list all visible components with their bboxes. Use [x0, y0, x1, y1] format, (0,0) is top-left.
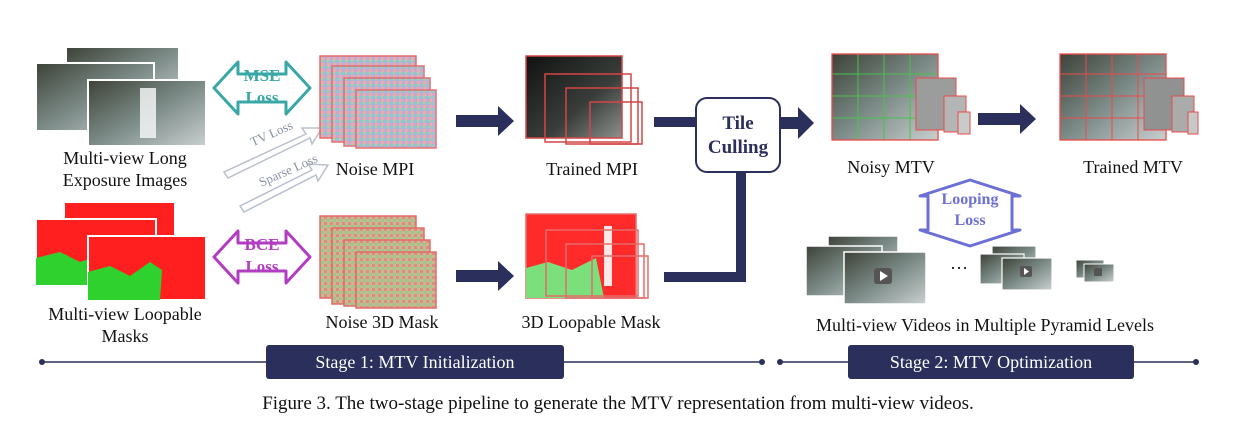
noise-3d-mask-stack [319, 215, 437, 309]
loopable-mask-images [35, 201, 207, 301]
loopable-mask-3d-stack [525, 213, 649, 299]
looping-loss-label-1: Looping [941, 191, 999, 208]
tile-culling-connectors [654, 117, 746, 282]
label-long-exposure-2: Exposure Images [62, 170, 188, 190]
tv-loss-arrow [222, 127, 324, 179]
trained-mtv-grid [1059, 53, 1199, 141]
trained-mpi-stack [525, 55, 643, 145]
arrow-to-trained-mpi [456, 106, 514, 136]
pyramid-ellipsis: … [950, 253, 968, 273]
arrow-to-loopable-mask [456, 261, 514, 291]
long-exposure-images [35, 46, 207, 147]
label-noise-mpi: Noise MPI [335, 159, 415, 179]
label-trained-mpi: Trained MPI [546, 159, 638, 179]
bce-loss-arrow [212, 229, 312, 285]
figure-caption: Figure 3. The two-stage pipeline to gene… [262, 393, 974, 414]
mse-loss-label-2: Loss [245, 88, 279, 107]
noisy-mtv-grid [831, 53, 971, 141]
noise-mpi-stack [319, 55, 437, 149]
sparse-loss-arrow [238, 163, 330, 213]
label-loopable-masks-2: Masks [101, 326, 149, 346]
label-pyramid-videos: Multi-view Videos in Multiple Pyramid Le… [815, 315, 1155, 335]
looping-loss-label-2: Loss [954, 212, 986, 229]
tile-culling-line1: Tile [722, 113, 754, 134]
stage-1-badge: Stage 1: MTV Initialization [266, 345, 564, 379]
stage-2-badge: Stage 2: MTV Optimization [848, 345, 1134, 379]
label-noisy-mtv: Noisy MTV [847, 157, 935, 177]
tile-culling-box: Tile Culling [695, 97, 781, 173]
label-noise-3d-mask: Noise 3D Mask [325, 312, 439, 332]
bce-loss-label-2: Loss [245, 257, 279, 276]
arrow-to-trained-mtv [978, 104, 1036, 134]
tile-culling-line2: Culling [707, 137, 769, 158]
label-long-exposure-1: Multi-view Long [63, 148, 187, 168]
mse-loss-arrow [212, 60, 312, 116]
mse-loss-label-1: MSE [243, 66, 281, 85]
label-3d-loopable-mask: 3D Loopable Mask [521, 312, 661, 332]
looping-loss-arrow [904, 178, 1032, 252]
bce-loss-label-1: BCE [244, 235, 280, 254]
label-loopable-masks-1: Multi-view Loopable [48, 304, 202, 324]
arrow-to-noisy-mtv [780, 107, 814, 139]
label-trained-mtv: Trained MTV [1083, 157, 1183, 177]
pyramid-videos [805, 235, 1115, 305]
